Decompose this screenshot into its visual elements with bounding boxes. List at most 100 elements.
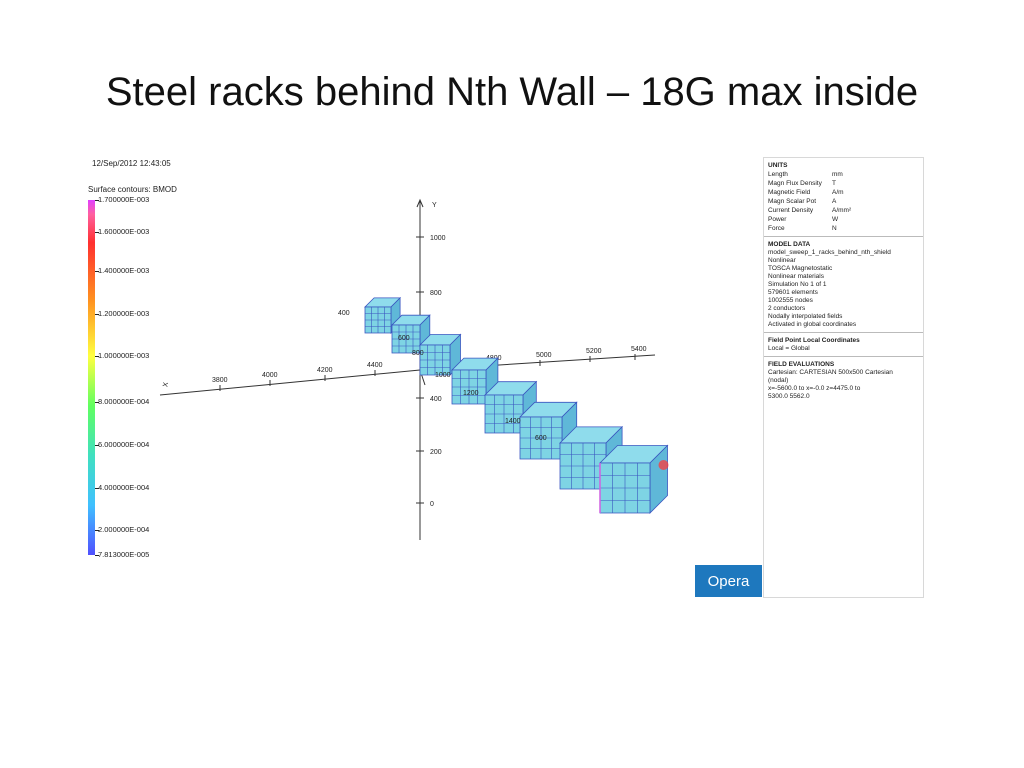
colorbar-label: 6.000000E-004 xyxy=(98,439,150,449)
opera-badge: Opera xyxy=(695,565,762,597)
model-data-line: Nonlinear xyxy=(768,257,796,264)
field-point-line: Local = Global xyxy=(768,345,810,352)
x-tick-label: 4400 xyxy=(367,362,383,369)
legend-title: Surface contours: BMOD xyxy=(88,185,177,194)
field-eval-line: (nodal) xyxy=(768,377,789,384)
x-tick-label: 4200 xyxy=(317,367,333,374)
box-label: 1400 xyxy=(505,418,521,425)
units-value: W xyxy=(832,216,839,223)
units-row: Magn Flux Density T xyxy=(768,179,919,188)
units-value: N xyxy=(832,225,837,232)
box-label: 600 xyxy=(398,335,410,342)
colorbar-tick xyxy=(95,530,99,532)
colorbar-tick xyxy=(95,271,99,272)
model-data-line: Simulation No 1 of 1 xyxy=(768,281,827,288)
y-tick-label: 400 xyxy=(430,396,442,403)
field-point-section: Field Point Local Coordinates Local = Gl… xyxy=(764,333,923,357)
field-eval-section: FIELD EVALUATIONS Cartesian: CARTESIAN 5… xyxy=(764,357,923,404)
units-heading: UNITS xyxy=(768,162,788,169)
units-value: A/mm² xyxy=(832,207,852,214)
colorbar-tick xyxy=(95,402,99,404)
units-row: Power W xyxy=(768,215,919,224)
units-row: Magnetic Field A/m xyxy=(768,188,919,197)
colorbar-label: 8.000000E-004 xyxy=(98,397,150,407)
model-data-line: Nonlinear materials xyxy=(768,273,824,280)
units-value: mm xyxy=(832,171,843,178)
field-eval-line: 5300.0 5562.0 xyxy=(768,393,810,400)
model-data-line: 2 conductors xyxy=(768,305,806,312)
rack-box xyxy=(599,444,669,514)
y-tick-label: 1000 xyxy=(430,235,446,242)
box-label: 600 xyxy=(535,435,547,442)
colorbar-tick xyxy=(95,555,99,556)
model-data-line: TOSCA Magnetostatic xyxy=(768,265,833,272)
box-label: 400 xyxy=(338,310,350,317)
x-ticks: 3800 4000 4200 4400 xyxy=(212,362,383,391)
box-label: 1000 xyxy=(435,372,451,379)
colorbar-tick xyxy=(95,444,99,446)
model-data-line: model_sweep_1_racks_behind_nth_shield xyxy=(768,249,891,256)
field-eval-line: x=-5600.0 to x=-0.0 z=4475.0 to xyxy=(768,385,861,392)
colorbar xyxy=(88,200,95,555)
colorbar-tick xyxy=(95,231,99,233)
y-axis-name: Y xyxy=(432,202,437,209)
y-tick-label: 200 xyxy=(430,449,442,456)
x-tick-label: 4000 xyxy=(262,372,278,379)
units-key: Magn Flux Density xyxy=(768,180,822,187)
model-data-line: Activated in global coordinates xyxy=(768,321,857,328)
units-row: Force N xyxy=(768,224,919,233)
colorbar-label: 1.000000E-003 xyxy=(98,351,150,361)
units-value: T xyxy=(832,180,836,187)
units-key: Force xyxy=(768,225,785,232)
units-value: A xyxy=(832,198,837,205)
field-eval-heading: FIELD EVALUATIONS xyxy=(768,361,835,368)
units-key: Magn Scalar Pot xyxy=(768,198,817,205)
field-hot-spot xyxy=(658,460,669,470)
box-label: 800 xyxy=(412,350,424,357)
colorbar-label: 4.000000E-004 xyxy=(98,482,150,492)
colorbar-label: 7.813000E-005 xyxy=(98,550,150,559)
axes: Y X xyxy=(159,198,656,540)
colorbar-label: 1.700000E-003 xyxy=(98,195,150,204)
units-row: Current Density A/mm² xyxy=(768,206,919,215)
field-eval-line: Cartesian: CARTESIAN 500x500 Cartesian xyxy=(768,369,893,376)
z-tick-label: 5400 xyxy=(631,346,647,353)
y-tick-label: 800 xyxy=(430,290,442,297)
model-heading: MODEL DATA xyxy=(768,241,811,248)
colorbar-label: 1.200000E-003 xyxy=(98,308,150,318)
y-tick-label: 0 xyxy=(430,501,434,508)
box-label: 1200 xyxy=(463,390,479,397)
x-tick-label: 3800 xyxy=(212,377,228,384)
model-data-line: 1002555 nodes xyxy=(768,297,813,304)
plot-timestamp: 12/Sep/2012 12:43:05 xyxy=(92,159,171,168)
rack-scene: Y X 1000 800 600 400 200 0 3800 4000 4200 4400 4… xyxy=(159,198,669,540)
model-data-line: 579601 elements xyxy=(768,289,818,296)
rack-boxes: 400 600 800 1000 1200 1400 600 xyxy=(338,296,669,514)
units-key: Magnetic Field xyxy=(768,189,811,196)
units-key: Power xyxy=(768,216,787,223)
units-key: Length xyxy=(768,171,788,178)
units-row: Magn Scalar Pot A xyxy=(768,197,919,206)
z-tick-label: 5200 xyxy=(586,348,602,355)
units-key: Current Density xyxy=(768,207,814,214)
z-tick-label: 5000 xyxy=(536,352,552,359)
colorbar-tick xyxy=(95,487,99,489)
colorbar-tick xyxy=(95,200,99,201)
colorbar-label: 2.000000E-004 xyxy=(98,525,150,535)
slide-title: Steel racks behind Nth Wall – 18G max in… xyxy=(105,70,919,114)
colorbar-tick xyxy=(95,313,99,315)
colorbar-label: 1.600000E-003 xyxy=(98,226,150,236)
model-data-section: MODEL DATA model_sweep_1_racks_behind_nt… xyxy=(764,237,923,333)
units-value: A/m xyxy=(832,189,844,196)
units-row: Length mm xyxy=(768,170,919,179)
rack-box xyxy=(364,296,402,334)
colorbar-label: 1.400000E-003 xyxy=(98,266,150,275)
field-point-heading: Field Point Local Coordinates xyxy=(768,337,860,344)
x-axis-name: X xyxy=(162,381,170,387)
field-plot: 12/Sep/2012 12:43:05 Surface contours: B… xyxy=(80,155,670,565)
rack-box xyxy=(391,314,431,354)
model-data-line: Nodally interpolated fields xyxy=(768,313,843,320)
colorbar-tick xyxy=(95,356,99,358)
